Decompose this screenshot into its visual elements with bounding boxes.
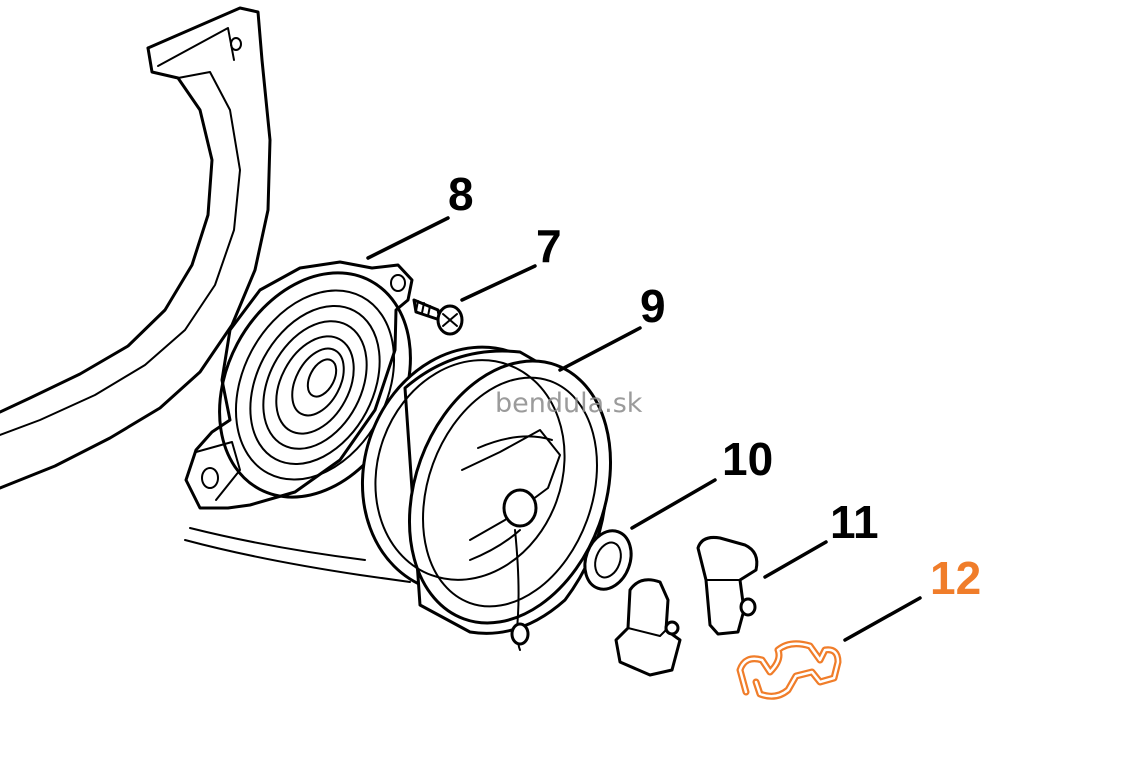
leader-line-8 (366, 216, 450, 260)
part-label-8: 8 (448, 168, 474, 220)
washer (583, 529, 633, 591)
leader-line-10 (630, 478, 717, 530)
rope-pulley (360, 345, 613, 651)
part-label-12: 12 (930, 552, 981, 604)
starter-housing (0, 6, 411, 583)
driver-pawl (696, 536, 759, 636)
part-label-11: 11 (830, 496, 879, 548)
screw (412, 298, 464, 336)
leader-line-7 (460, 264, 537, 302)
leader-line-11 (763, 540, 828, 579)
part-label-9: 9 (640, 280, 666, 332)
part-label-7: 7 (536, 220, 562, 272)
pawl (614, 578, 682, 677)
leader-line-12 (843, 596, 922, 642)
part-label-10: 10 (722, 433, 773, 485)
leader-line-9 (558, 326, 642, 372)
pawl-spring (736, 640, 842, 700)
watermark-text: bendula.sk (495, 388, 643, 419)
